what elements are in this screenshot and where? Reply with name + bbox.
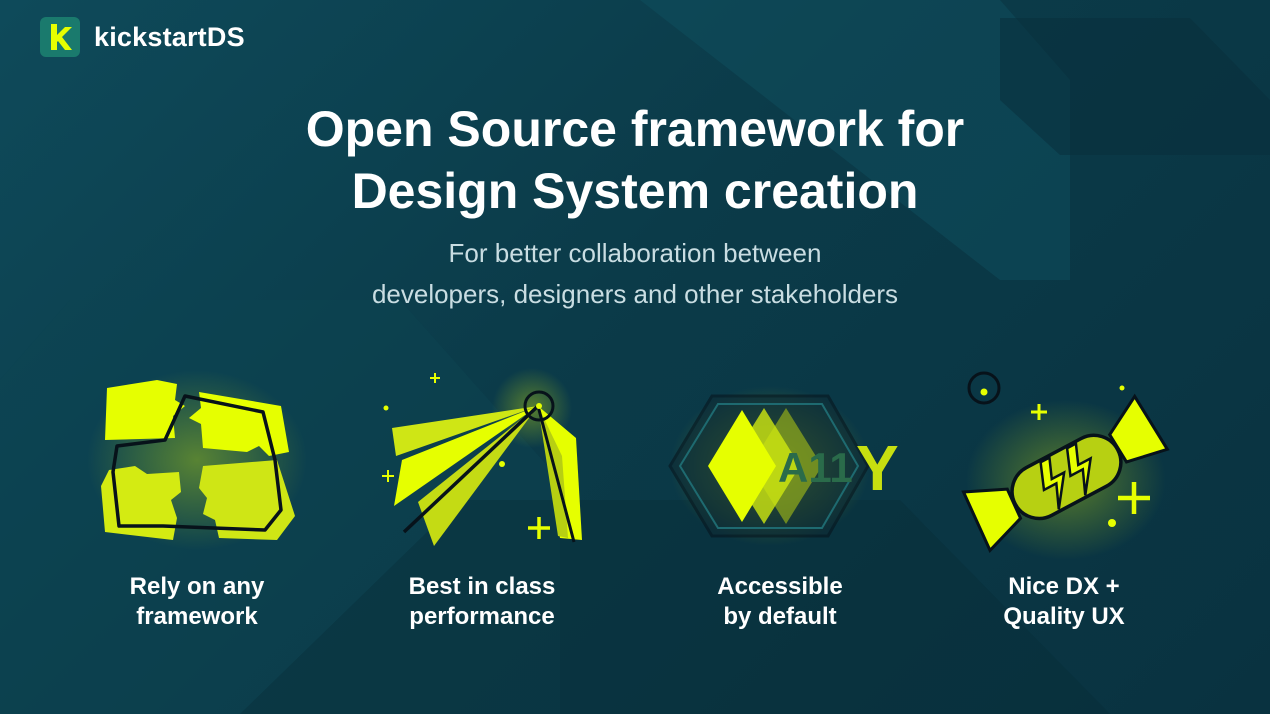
feature-framework-line-2: framework: [136, 603, 258, 630]
brand-name: kickstartDS: [94, 21, 245, 52]
headline-line-1: Open Source framework for: [305, 101, 965, 157]
feature-accessible-line-2: by default: [723, 603, 837, 630]
feature-dx-ux-line-1: Nice DX +: [1008, 573, 1120, 600]
feature-performance-line-1: Best in class: [408, 573, 556, 600]
feature-performance-line-2: performance: [409, 603, 555, 630]
a11y-hexagon-icon: A11 Y: [668, 386, 899, 546]
feature-performance-label: Best in class performance: [362, 572, 602, 632]
feature-dx-ux: Nice DX + Quality UX: [944, 360, 1184, 650]
feature-accessible: A11 Y Accessible by default: [660, 360, 900, 650]
a11y-y-letter: Y: [856, 432, 899, 504]
feature-accessible-line-1: Accessible: [717, 573, 843, 600]
feature-framework: Rely on any framework: [77, 360, 317, 650]
page-headline: Open Source framework for Design System …: [0, 98, 1270, 222]
kickstart-logo-icon: [40, 17, 80, 57]
puzzle-icon: [87, 370, 307, 550]
feature-framework-line-1: Rely on any: [129, 573, 265, 600]
feature-performance: Best in class performance: [362, 360, 602, 650]
feature-framework-label: Rely on any framework: [77, 572, 317, 632]
page-subline: For better collaboration between develop…: [0, 233, 1270, 315]
headline-line-2: Design System creation: [351, 163, 919, 219]
a11y-text-shadow: A11: [778, 444, 853, 491]
feature-accessible-label: Accessible by default: [660, 572, 900, 632]
brand-logo[interactable]: kickstartDS: [40, 17, 245, 57]
lightbeam-icon: [382, 368, 582, 546]
candy-icon: [961, 371, 1170, 560]
subline-line-1: For better collaboration between: [448, 238, 822, 268]
feature-dx-ux-line-2: Quality UX: [1003, 603, 1125, 630]
feature-dx-ux-label: Nice DX + Quality UX: [944, 572, 1184, 632]
subline-line-2: developers, designers and other stakehol…: [371, 279, 899, 309]
